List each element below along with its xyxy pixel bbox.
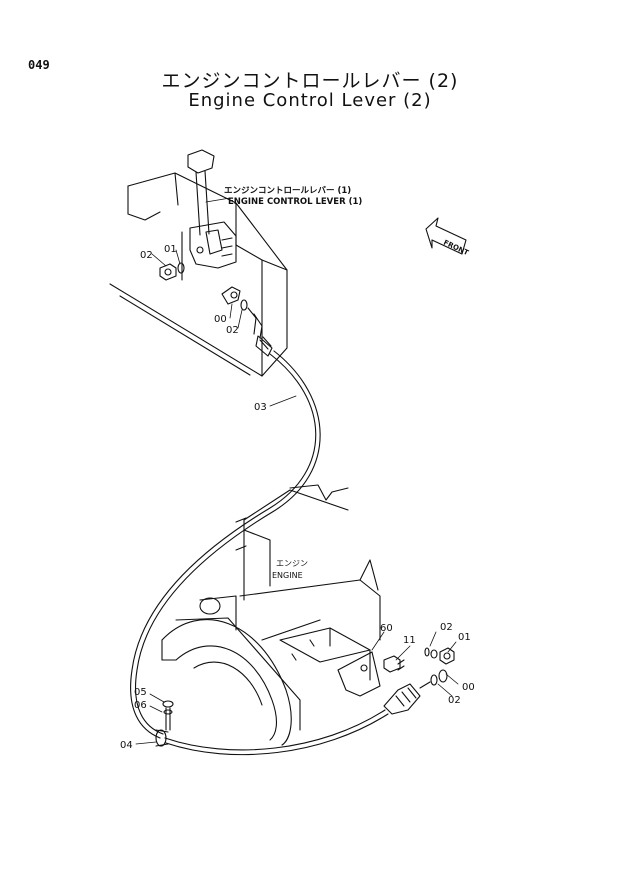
bolt-11 [383,655,405,673]
flywheel-housing [161,619,292,746]
upper-cable-fittings [221,286,273,357]
part-label-04: 04 [120,740,133,751]
callout-control-lever-en: ENGINE CONTROL LEVER (1) [228,197,362,207]
engine-bracket [279,627,381,697]
callout-engine-jp: エンジン [276,559,308,568]
callout-control-lever-jp: エンジンコントロールレバー (1) [224,185,351,196]
part-label-00-lower: 00 [462,682,475,693]
callout-engine-en: ENGINE [272,571,303,580]
part-label-60: 60 [380,623,393,634]
part-label-02-lower-b: 02 [448,695,461,706]
title-japanese: エンジンコントロールレバー (2) [161,70,459,92]
control-cable [130,350,389,756]
part-label-02-upper-b: 02 [226,325,239,336]
front-arrow [425,217,467,255]
part-label-02-upper: 02 [140,250,153,261]
part-label-05: 05 [134,687,147,698]
page-number: 049 [28,58,50,72]
leader-lines [135,197,459,745]
part-label-01-lower: 01 [458,632,471,643]
part-label-06: 06 [134,700,147,711]
title-english: Engine Control Lever (2) [188,90,432,111]
control-box [109,172,288,377]
upper-nut-washer [159,262,185,281]
part-label-00-upper: 00 [214,314,227,325]
control-lever [187,149,237,269]
part-label-02-lower: 02 [440,622,453,633]
part-label-03: 03 [254,402,267,413]
part-label-11: 11 [403,635,416,646]
engine-block [175,484,381,731]
cable-clamp [155,700,174,747]
part-label-01-upper: 01 [164,244,177,255]
lower-cable-end [383,647,455,715]
